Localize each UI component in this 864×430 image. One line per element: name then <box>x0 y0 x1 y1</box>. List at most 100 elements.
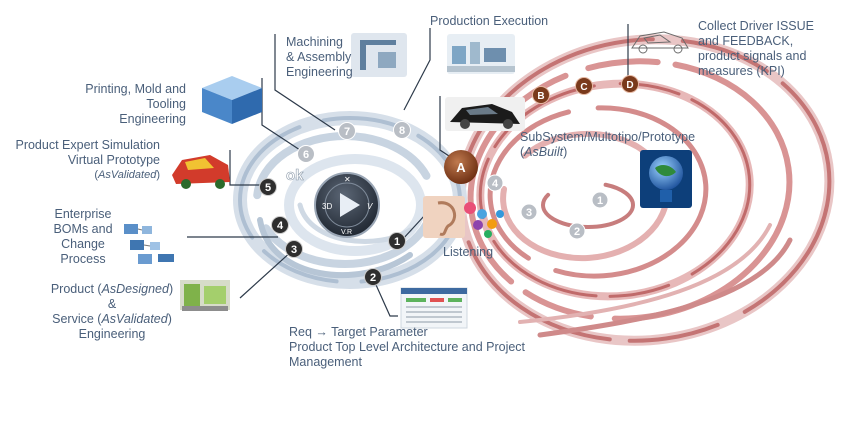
logo-3d-text: 3D <box>322 202 332 211</box>
logo-vr-text: V.R <box>341 229 352 236</box>
dashboard-icon <box>400 287 468 329</box>
subsystem-line-2: (AsBuilt) <box>520 145 568 159</box>
subsystem-line-2-ital: AsBuilt <box>524 145 564 159</box>
mold-block-icon <box>202 76 262 124</box>
subsystem-label: SubSystem/Multotipo/Prototype (AsBuilt) <box>520 130 695 160</box>
req-line-1: Req → Target Parameter <box>289 325 428 339</box>
req-line-2: Product Top Level Architecture and Proje… <box>289 340 526 354</box>
enterprise-line-4: Process <box>60 252 106 266</box>
expert-line-3-ital: AsValidated <box>98 169 157 181</box>
simulation-car-icon <box>172 155 230 189</box>
3dexperience-logo: 3D V.R V ✕ <box>314 172 380 238</box>
logo-v-text: V <box>367 202 373 211</box>
svg-text:C: C <box>580 82 587 93</box>
svg-text:2: 2 <box>370 272 376 284</box>
right-step-node-1: 1 <box>591 191 609 209</box>
right-step-node-3: 3 <box>520 203 538 221</box>
svg-text:4: 4 <box>277 220 284 232</box>
printing-label: Printing, Mold and Tooling Engineering <box>64 82 186 127</box>
light-step-nodes: 6 7 8 <box>297 121 411 163</box>
ear-icon <box>423 196 465 238</box>
service-ital: AsValidated <box>101 312 168 326</box>
subsystem-line-1: SubSystem/Multotipo/Prototype <box>520 130 696 144</box>
printing-line-2: Tooling <box>146 97 186 111</box>
svg-text:6: 6 <box>303 149 309 161</box>
svg-text:A: A <box>456 160 466 175</box>
requirements-label: Req → Target Parameter Product Top Level… <box>289 325 525 370</box>
svg-text:1: 1 <box>597 195 603 207</box>
product-line: Product (AsDesigned) <box>44 282 180 297</box>
step-node-2: 2 <box>364 268 382 286</box>
svg-text:3: 3 <box>291 244 297 256</box>
milestone-d: D <box>621 75 639 93</box>
step-node-5: 5 <box>259 178 277 196</box>
printing-line-3: Engineering <box>119 112 186 126</box>
service-post: ) <box>167 312 172 326</box>
wireframe-car-icon <box>631 31 689 54</box>
machining-label: Machining & Assembly Engineering <box>286 35 353 80</box>
product-machine-icon <box>180 280 230 311</box>
step-node-8: 8 <box>393 121 411 139</box>
right-step-node-2: 2 <box>568 222 586 240</box>
dark-step-nodes: 1 2 3 4 5 <box>259 178 406 286</box>
machining-line-2: & Assembly <box>286 50 352 64</box>
expert-line-3: (AsValidated) <box>94 169 160 181</box>
collect-driver-label: Collect Driver ISSUE and FEEDBACK, produ… <box>698 19 814 79</box>
printing-line-1: Printing, Mold and <box>85 82 186 96</box>
svg-text:3: 3 <box>526 207 532 219</box>
step-node-3: 3 <box>285 240 303 258</box>
step-node-7: 7 <box>338 122 356 140</box>
listening-label: Listening <box>443 245 494 259</box>
product-pre: Product ( <box>50 282 102 296</box>
svg-text:8: 8 <box>399 125 405 137</box>
product-post: ) <box>168 282 174 296</box>
product-ital: AsDesigned <box>101 282 169 296</box>
expert-line-1: Product Expert Simulation <box>15 138 160 152</box>
svg-text:2: 2 <box>574 226 580 238</box>
machining-line-3: Engineering <box>286 65 353 79</box>
factory-icon <box>447 34 515 74</box>
svg-text:1: 1 <box>394 236 400 248</box>
expert-simulation-label: Product Expert Simulation Virtual Protot… <box>4 138 160 183</box>
right-spiral-rings <box>455 34 835 346</box>
collect-line-3: product signals and <box>698 49 807 63</box>
right-step-node-4: 4 <box>486 174 504 192</box>
req-line-3: Management <box>289 355 362 369</box>
bom-icon <box>124 224 174 264</box>
amp-line: & <box>107 297 117 311</box>
production-execution-label: Production Execution <box>430 14 549 28</box>
milestone-c: C <box>575 77 593 95</box>
milestone-b: B <box>532 86 550 104</box>
engineering-line: Engineering <box>78 327 146 341</box>
logo-cross-glyph: ✕ <box>344 175 351 184</box>
car-icon <box>445 97 525 131</box>
svg-text:7: 7 <box>344 126 350 138</box>
service-line: Service (AsValidated) <box>44 312 180 327</box>
collect-line-1: Collect Driver ISSUE <box>698 19 814 33</box>
enterprise-line-3: Change <box>61 237 105 251</box>
globe-icon <box>640 150 692 208</box>
milestone-a: A <box>444 150 478 184</box>
step-node-1: 1 <box>388 232 406 250</box>
svg-text:4: 4 <box>492 178 499 190</box>
expert-line-2: Virtual Prototype <box>67 153 160 167</box>
collect-line-2: and FEEDBACK, <box>698 34 794 48</box>
social-icons <box>464 202 504 238</box>
enterprise-line-1: Enterprise <box>54 207 112 221</box>
enterprise-bom-label: Enterprise BOMs and Change Process <box>50 207 116 267</box>
svg-text:5: 5 <box>265 182 271 194</box>
ok-label: ok <box>286 167 304 184</box>
right-step-nodes: 4 3 2 1 <box>486 174 609 240</box>
crane-icon <box>351 33 407 77</box>
step-node-6: 6 <box>297 145 315 163</box>
svg-text:B: B <box>537 91 544 102</box>
svg-text:D: D <box>626 80 633 91</box>
enterprise-line-2: BOMs and <box>53 222 113 236</box>
service-pre: Service ( <box>52 312 102 326</box>
thumbnails <box>124 31 692 329</box>
step-node-4: 4 <box>271 216 289 234</box>
product-service-label: Product (AsDesigned) & Service (AsValida… <box>44 282 180 342</box>
machining-line-1: Machining <box>286 35 343 49</box>
milestone-nodes: A B C D <box>444 75 639 184</box>
